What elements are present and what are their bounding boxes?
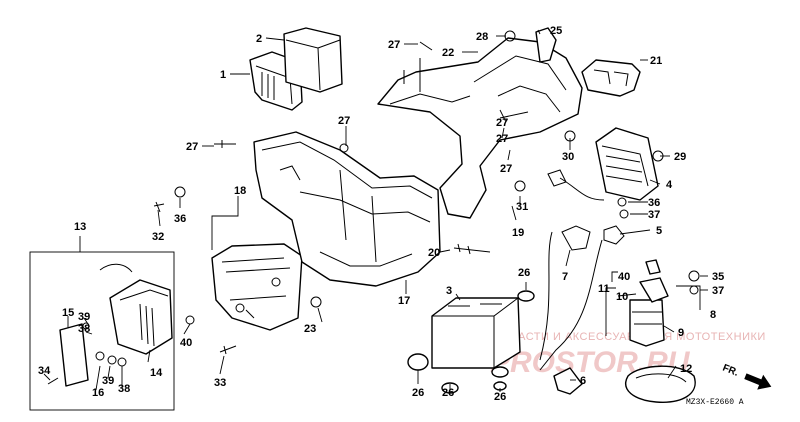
callout-36: 36 [648, 197, 660, 209]
callout-39: 39 [78, 311, 90, 323]
callout-30: 30 [562, 151, 574, 163]
callout-4: 4 [666, 179, 673, 191]
callout-3: 3 [446, 285, 452, 297]
callout-26: 26 [494, 391, 506, 403]
callout-26: 26 [442, 387, 454, 399]
callout-17: 17 [398, 295, 410, 307]
callout-33: 33 [214, 377, 226, 389]
callout-38: 38 [118, 383, 130, 395]
terminal-part-6 [553, 367, 583, 395]
cover-part-2 [283, 27, 343, 93]
relay-bracket-part-21 [581, 59, 641, 97]
callout-18: 18 [234, 185, 246, 197]
group-frame-13 [29, 251, 175, 411]
callout-14: 14 [150, 367, 163, 379]
front-direction-label: FR. [721, 363, 740, 379]
callout-20: 20 [428, 247, 440, 259]
callout-25: 25 [550, 25, 562, 37]
callout-40: 40 [180, 337, 192, 349]
regulator-part-4 [547, 127, 659, 201]
callout-19: 19 [512, 227, 524, 239]
callout-16: 16 [92, 387, 104, 399]
callout-29: 29 [674, 151, 686, 163]
callout-28: 28 [476, 31, 488, 43]
callout-26: 26 [518, 267, 530, 279]
callout-12: 12 [680, 363, 692, 375]
callout-37: 37 [712, 285, 724, 297]
watermark-slogan: ЗАПЧАСТИ И АКСЕССУАРЫ ДЛЯ МОТОТЕХНИКИ [487, 331, 766, 343]
fuse-cover-part-15 [59, 323, 89, 387]
callout-39: 39 [102, 375, 114, 387]
callout-15: 15 [62, 307, 74, 319]
starter-relay-part-9 [629, 299, 665, 347]
callout-40: 40 [618, 271, 630, 283]
callout-27: 27 [338, 115, 350, 127]
front-direction-arrow: FR. [721, 363, 772, 390]
callout-5: 5 [656, 225, 662, 237]
callout-8: 8 [710, 309, 716, 321]
fuse-part-10 [639, 259, 669, 303]
fuse-box-part-14 [99, 263, 173, 355]
callout-9: 9 [678, 327, 684, 339]
callout-2: 2 [256, 33, 262, 45]
upper-bracket-part-22 [377, 37, 583, 219]
callout-11: 11 [598, 283, 610, 295]
callout-31: 31 [516, 201, 528, 213]
callout-27: 27 [500, 163, 512, 175]
callout-26: 26 [412, 387, 424, 399]
relay-holder-part-12 [625, 365, 696, 403]
callout-27: 27 [186, 141, 198, 153]
battery-part-3 [431, 297, 521, 369]
bracket-part-25 [535, 27, 557, 63]
callout-37: 37 [648, 209, 660, 221]
callout-34: 34 [38, 365, 51, 377]
bracket-part-18 [211, 243, 303, 331]
callout-6: 6 [580, 375, 586, 387]
diagram-code: MZ3X-E2660 A [686, 398, 744, 407]
callout-10: 10 [616, 291, 628, 303]
cable-parts-5-7 [539, 225, 625, 371]
callout-35: 35 [712, 271, 724, 283]
callout-labels: 1 2 27 22 28 25 21 27 27 27 27 27 30 29 … [38, 25, 724, 403]
callout-27: 27 [388, 39, 400, 51]
callout-13: 13 [74, 221, 86, 233]
callout-22: 22 [442, 47, 454, 59]
callout-36: 36 [174, 213, 186, 225]
battery-case-part-17 [253, 131, 441, 287]
callout-27: 27 [496, 117, 508, 129]
callout-21: 21 [650, 55, 662, 67]
callout-32: 32 [152, 231, 164, 243]
callout-23: 23 [304, 323, 316, 335]
leader-lines [43, 29, 708, 392]
callout-1: 1 [220, 69, 226, 81]
callout-38: 38 [78, 323, 90, 335]
callout-7: 7 [562, 271, 568, 283]
callout-27: 27 [496, 133, 508, 145]
